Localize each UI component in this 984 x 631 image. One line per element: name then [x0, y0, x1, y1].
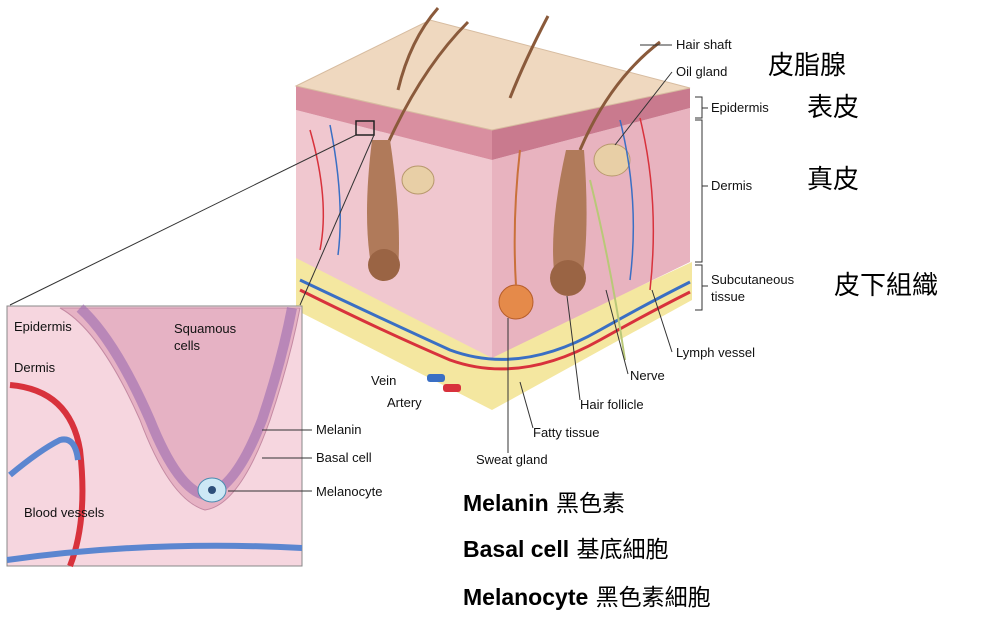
label-subcutaneous-2: tissue — [711, 289, 745, 304]
legend-basal-cell: Basal cell 基底細胞 — [463, 530, 668, 564]
inset-panel: Epidermis Squamous cells Dermis Blood ve… — [6, 304, 303, 568]
epidermis-front — [296, 86, 492, 160]
label-fatty-tissue: Fatty tissue — [533, 425, 599, 440]
bracket-dermis — [695, 119, 708, 263]
capillary-right-red — [639, 117, 655, 291]
label-hair-follicle: Hair follicle — [580, 397, 644, 412]
zh-epidermis: 表皮 — [807, 93, 859, 123]
zh-oil-gland: 皮脂腺 — [768, 51, 846, 81]
inset-label-squamous-1: Squamous — [174, 321, 237, 336]
leader-fatty-tissue — [519, 381, 534, 429]
inset-label-blood-vessels: Blood vessels — [24, 505, 105, 520]
label-epidermis: Epidermis — [711, 100, 769, 115]
oil-gland-left — [401, 165, 435, 195]
hair-shaft-1 — [396, 7, 440, 91]
label-artery: Artery — [387, 395, 422, 410]
capillary-red — [309, 129, 325, 251]
leader-lymph-vessel — [651, 289, 673, 353]
leader-oil-gland — [614, 71, 673, 146]
legend-melanin-en: Melanin — [463, 490, 549, 516]
nerve — [589, 179, 626, 361]
skin-block — [294, 7, 692, 410]
inset-vessel-bottom — [6, 542, 303, 563]
artery-vessel — [299, 288, 691, 371]
label-sweat-gland: Sweat gland — [476, 452, 548, 467]
label-basal-cell: Basal cell — [316, 450, 372, 465]
label-melanin: Melanin — [316, 422, 362, 437]
dermis-right — [492, 108, 690, 358]
melanocyte-nucleus — [208, 486, 216, 494]
zh-subcutaneous: 皮下組織 — [834, 271, 938, 301]
inset-leader-2 — [299, 134, 375, 306]
artery-stub — [443, 384, 461, 392]
hair-shaft-2 — [383, 20, 470, 151]
inset-label-dermis: Dermis — [14, 360, 56, 375]
vein-vessel — [299, 278, 691, 361]
hair-bulb-right — [550, 260, 586, 296]
hair-follicle-right — [553, 150, 587, 289]
inset-label-epidermis: Epidermis — [14, 319, 72, 334]
label-hair-shaft: Hair shaft — [676, 37, 732, 52]
label-oil-gland: Oil gland — [676, 64, 727, 79]
vein-stub — [427, 374, 445, 382]
inset-marker — [355, 120, 375, 136]
legend-basal-cell-en: Basal cell — [463, 536, 570, 562]
label-nerve: Nerve — [630, 368, 665, 383]
sweat-duct — [513, 149, 521, 287]
leader-nerve — [605, 289, 629, 375]
label-melanocyte: Melanocyte — [316, 484, 382, 499]
legend-melanin-zh: 黑色素 — [555, 491, 625, 517]
oil-gland-right — [593, 143, 631, 177]
skin-surface — [294, 19, 691, 131]
inset-label-squamous-2: cells — [174, 338, 201, 353]
leader-hair-follicle — [566, 295, 581, 401]
hair-shaft-4 — [578, 40, 661, 151]
hair-bulb-left — [368, 249, 400, 281]
hair-shaft-3 — [508, 15, 550, 99]
label-subcutaneous-1: Subcutaneous — [711, 272, 795, 287]
legend-basal-cell-zh: 基底細胞 — [576, 537, 669, 563]
label-dermis: Dermis — [711, 178, 753, 193]
capillary-blue — [329, 124, 341, 256]
legend-melanocyte-zh: 黑色素細胞 — [595, 585, 711, 611]
bracket-subcutaneous — [695, 264, 708, 311]
legend-melanin: Melanin 黑色素 — [463, 484, 625, 518]
label-vein: Vein — [371, 373, 396, 388]
inset-vein — [8, 436, 81, 478]
legend-melanocyte: Melanocyte 黑色素細胞 — [463, 578, 711, 612]
capillary-right — [619, 119, 635, 281]
hair-follicle-left — [367, 140, 399, 278]
zh-dermis: 真皮 — [807, 165, 859, 195]
bracket-epidermis — [695, 96, 708, 119]
legend-melanocyte-en: Melanocyte — [463, 584, 589, 610]
label-lymph-vessel: Lymph vessel — [676, 345, 755, 360]
sweat-gland — [498, 284, 534, 320]
inset-artery — [9, 382, 86, 568]
inset-leader-1 — [9, 134, 357, 306]
